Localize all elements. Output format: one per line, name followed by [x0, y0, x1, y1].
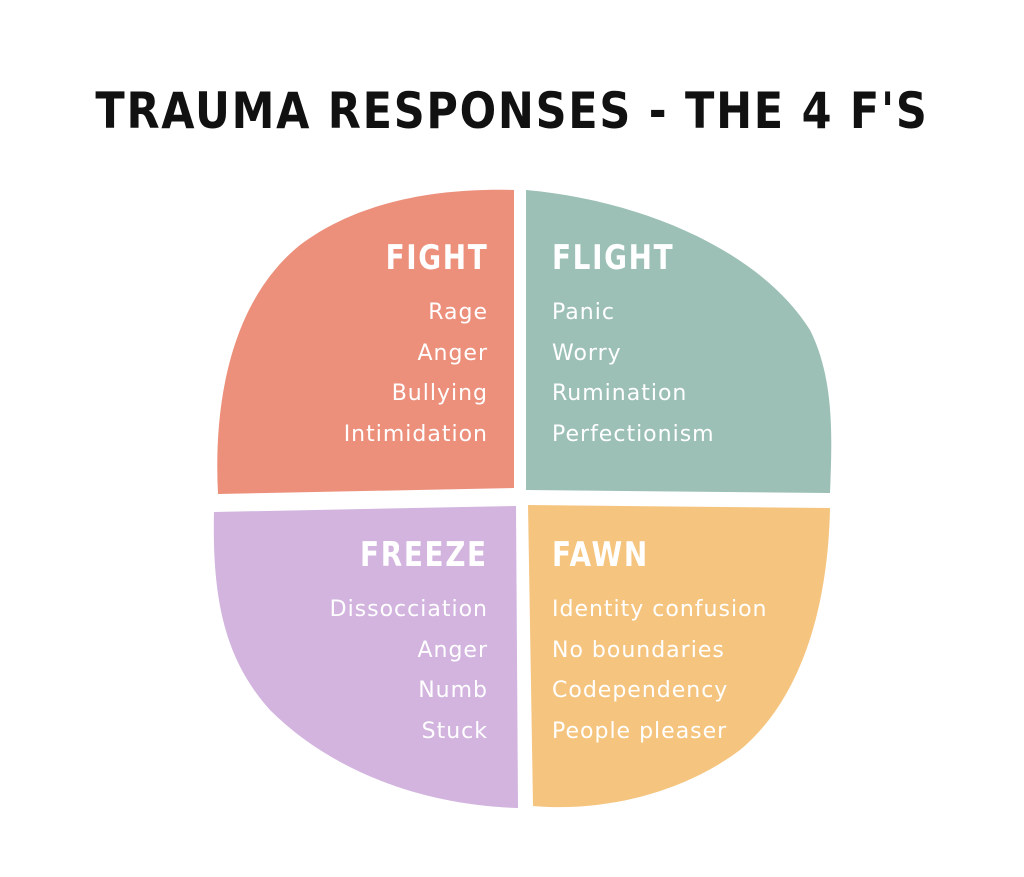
freeze-item: Stuck: [421, 718, 488, 744]
flight-quadrant-text: FLIGHT Panic Worry Rumination Perfection…: [552, 238, 822, 455]
flight-heading: FLIGHT: [552, 238, 675, 278]
fight-quadrant: [217, 189, 514, 494]
freeze-item: Numb: [418, 678, 488, 703]
fight-item: Anger: [417, 340, 488, 366]
fawn-item: People pleaser: [552, 718, 728, 744]
freeze-quadrant-text: FREEZE Dissocciation Anger Numb Stuck: [240, 535, 488, 752]
flight-item: Perfectionism: [552, 421, 715, 447]
freeze-heading: FREEZE: [360, 535, 488, 575]
flight-item: Worry: [552, 340, 622, 366]
fawn-item: Identity confusion: [552, 597, 768, 622]
fight-quadrant-text: FIGHT Rage Anger Bullying Intimidation: [260, 238, 488, 455]
fawn-quadrant-text: FAWN Identity confusion No boundaries Co…: [552, 535, 822, 752]
fawn-item: Codependency: [552, 678, 729, 703]
page-title: TRAUMA RESPONSES - THE 4 F'S: [95, 82, 929, 140]
flight-quadrant: [526, 190, 832, 493]
freeze-quadrant: [213, 506, 518, 808]
fight-item: Rage: [428, 300, 488, 325]
fawn-heading: FAWN: [552, 535, 649, 575]
fight-heading: FIGHT: [385, 238, 488, 278]
fight-item: Intimidation: [343, 421, 488, 447]
fawn-item: No boundaries: [552, 637, 725, 663]
freeze-item: Anger: [417, 637, 488, 663]
fight-item: Bullying: [391, 381, 488, 406]
flight-item: Rumination: [552, 381, 688, 406]
fawn-quadrant: [528, 505, 830, 808]
freeze-item: Dissocciation: [329, 597, 488, 622]
flight-item: Panic: [552, 300, 615, 325]
